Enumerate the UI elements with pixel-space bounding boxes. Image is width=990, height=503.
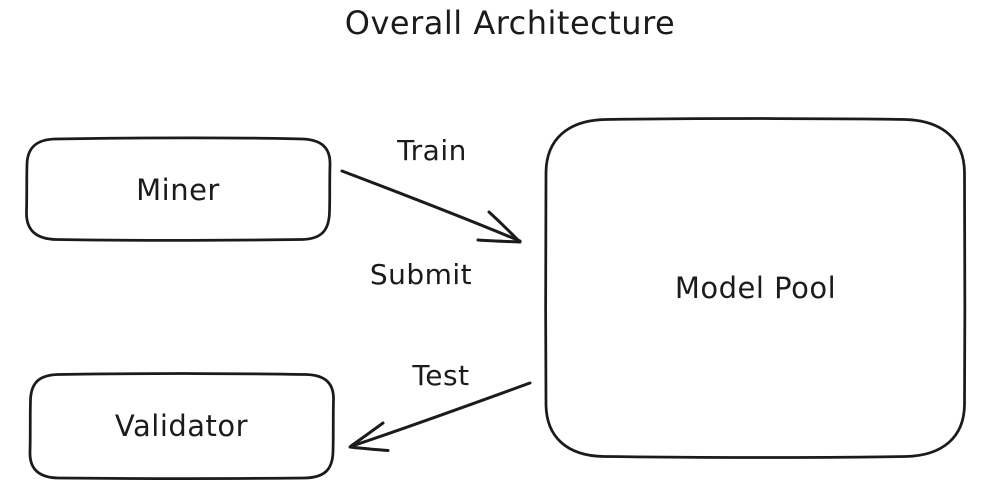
diagram-title: Overall Architecture bbox=[344, 4, 676, 42]
arrow-shaft bbox=[340, 169, 522, 243]
node-miner-box bbox=[25, 136, 332, 242]
arrow-shaft bbox=[350, 381, 532, 448]
arrowhead-icon bbox=[348, 421, 390, 452]
node-model-pool-box bbox=[544, 117, 967, 459]
arrow-miner-to-model-pool bbox=[340, 169, 522, 244]
arrowhead-icon bbox=[476, 210, 522, 244]
edge-label-train: Train bbox=[397, 134, 467, 167]
arrow-model-pool-to-validator bbox=[348, 381, 532, 452]
node-validator-box bbox=[28, 372, 335, 480]
edge-label-submit: Submit bbox=[369, 258, 473, 291]
edge-label-test: Test bbox=[412, 359, 470, 392]
